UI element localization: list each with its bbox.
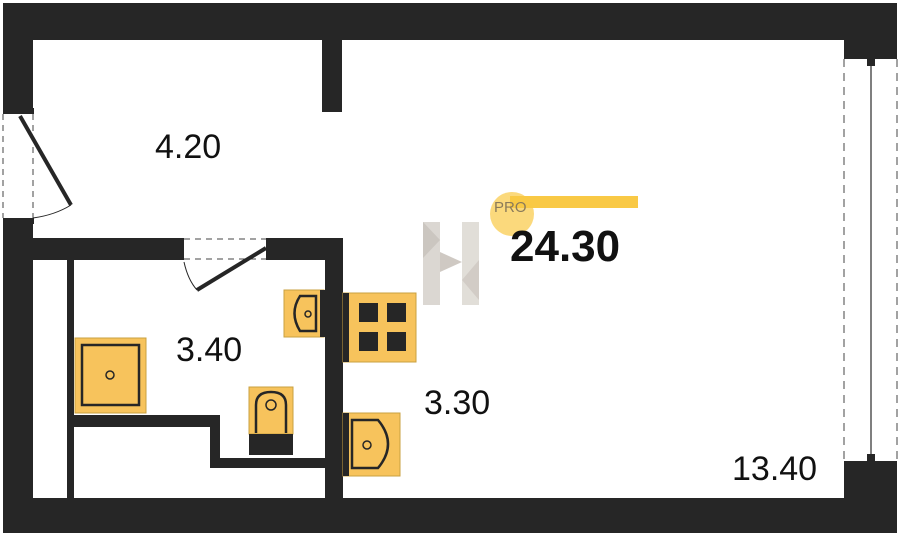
accent-bar [510,196,638,208]
pro-badge: PRO [494,199,527,216]
accent-circle [490,192,534,236]
room-area-kitchen: 3.30 [424,384,491,422]
walls [3,3,897,533]
room-area-hallway: 4.20 [155,128,222,166]
logo-watermark-icon [423,222,479,305]
entrance-door[interactable] [2,108,73,224]
shower-tray-icon [74,337,147,414]
bathroom-sink-icon [283,289,325,338]
room-area-living-room: 13.40 [732,450,818,488]
balcony-window [843,53,898,467]
room-area-bathroom: 3.40 [176,331,243,369]
toilet-icon [248,386,294,455]
kitchen-sink-icon [342,412,401,477]
bathroom-door[interactable] [178,238,272,292]
total-area: 24.30 [510,222,621,271]
stove-icon [342,292,417,363]
